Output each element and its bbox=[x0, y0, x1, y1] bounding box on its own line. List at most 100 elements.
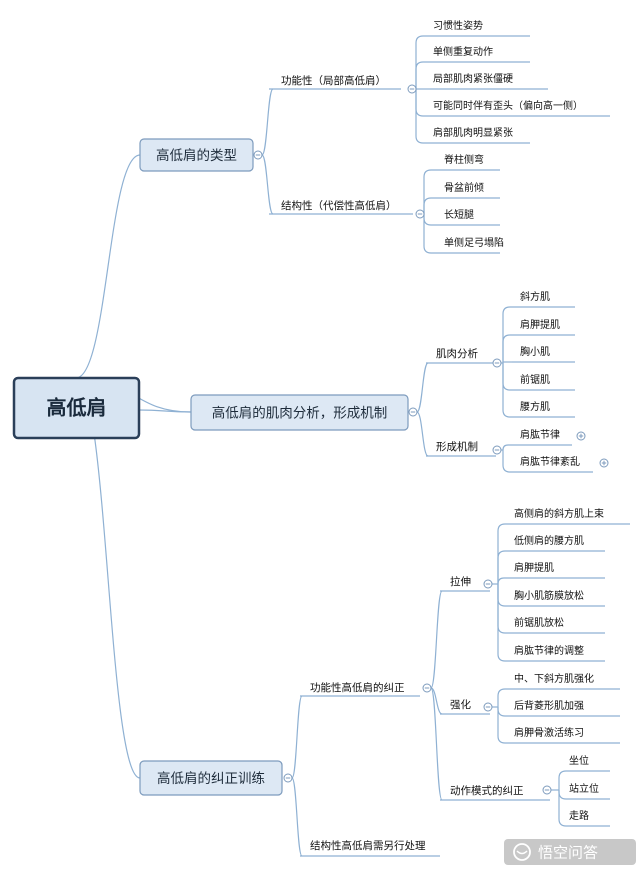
leaf-1-0-3: 前锯肌 bbox=[520, 373, 550, 386]
leaf-2-0-0-5: 肩肱节律的调整 bbox=[514, 644, 584, 657]
leaf-2-0-0-2: 肩胛提肌 bbox=[514, 561, 554, 574]
collapse-toggle-icon[interactable] bbox=[415, 209, 425, 219]
connector-line bbox=[415, 35, 430, 89]
collapse-toggle-icon[interactable] bbox=[492, 358, 502, 368]
collapse-toggle-icon[interactable] bbox=[492, 445, 502, 455]
collapse-toggle-icon[interactable] bbox=[408, 407, 418, 417]
watermark: 悟空问答 bbox=[504, 839, 636, 865]
connector-line bbox=[497, 584, 508, 634]
sub-sub-node-2-0-0: 拉伸 bbox=[450, 575, 471, 588]
branch-node-0[interactable]: 高低肩的类型 bbox=[139, 138, 254, 172]
connector-line bbox=[558, 770, 567, 790]
leaf-2-0-1-1: 后背菱形肌加强 bbox=[514, 699, 584, 712]
connector-line bbox=[502, 363, 512, 391]
collapse-toggle-icon[interactable] bbox=[407, 84, 417, 94]
connector-line bbox=[423, 169, 438, 214]
connector-line bbox=[497, 584, 508, 607]
sub-node-2-1: 结构性高低肩需另行处理 bbox=[310, 839, 426, 852]
leaf-1-0-4: 腰方肌 bbox=[520, 400, 550, 413]
connectors bbox=[75, 35, 630, 857]
collapse-toggle-icon[interactable] bbox=[483, 579, 493, 589]
connector-line bbox=[423, 197, 438, 214]
leaf-2-0-2-2: 走路 bbox=[569, 809, 589, 822]
chat-bubble-icon bbox=[513, 843, 531, 861]
connector-line bbox=[502, 444, 512, 451]
expand-toggle-icon[interactable] bbox=[599, 458, 609, 468]
leaf-2-0-0-0: 高侧肩的斜方肌上束 bbox=[514, 507, 604, 520]
leaf-0-0-0: 习惯性姿势 bbox=[433, 19, 483, 32]
branch-node-1[interactable]: 高低肩的肌肉分析，形成机制 bbox=[190, 394, 409, 431]
branch-node-1-label: 高低肩的肌肉分析，形成机制 bbox=[212, 405, 388, 422]
connector-line bbox=[502, 450, 512, 473]
connector-line bbox=[558, 790, 567, 827]
leaf-1-0-2: 胸小肌 bbox=[520, 345, 550, 358]
sub-node-2-0: 功能性高低肩的纠正 bbox=[310, 681, 405, 694]
connector-line bbox=[415, 61, 430, 89]
leaf-1-0-0: 斜方肌 bbox=[520, 290, 550, 303]
connector-line bbox=[502, 334, 512, 363]
connector-line bbox=[416, 411, 429, 457]
leaf-0-1-0: 脊柱侧弯 bbox=[444, 153, 484, 166]
connector-line bbox=[497, 584, 508, 662]
leaf-2-0-0-3: 胸小肌筋膜放松 bbox=[514, 589, 584, 602]
leaf-2-0-2-1: 站立位 bbox=[569, 782, 599, 795]
sub-node-1-0: 肌肉分析 bbox=[436, 347, 478, 360]
leaf-0-0-3: 可能同时伴有歪头（偏向高一侧） bbox=[433, 99, 583, 112]
leaf-0-0-4: 肩部肌肉明显紧张 bbox=[433, 126, 513, 139]
leaf-0-1-2: 长短腿 bbox=[444, 208, 474, 221]
watermark-label: 悟空问答 bbox=[538, 844, 598, 862]
connector-line bbox=[430, 687, 443, 801]
connector-line bbox=[261, 88, 274, 156]
leaf-2-0-0-1: 低侧肩的腰方肌 bbox=[514, 534, 584, 547]
collapse-toggle-icon[interactable] bbox=[542, 785, 552, 795]
sub-node-0-1: 结构性（代偿性高低肩） bbox=[281, 199, 397, 212]
leaf-1-1-1: 肩肱节律紊乱 bbox=[520, 455, 580, 468]
sub-node-0-0: 功能性（局部高低肩） bbox=[281, 74, 386, 87]
leaf-0-1-3: 单侧足弓塌陷 bbox=[444, 236, 504, 249]
connector-line bbox=[423, 214, 438, 254]
leaf-0-1-1: 骨盆前倾 bbox=[444, 181, 484, 194]
collapse-toggle-icon[interactable] bbox=[483, 702, 493, 712]
root-node[interactable]: 高低肩 bbox=[12, 376, 141, 440]
branch-node-0-label: 高低肩的类型 bbox=[156, 147, 237, 164]
connector-line bbox=[291, 777, 303, 857]
leaf-2-0-0-4: 前锯肌放松 bbox=[514, 616, 564, 629]
connector-line bbox=[138, 409, 192, 413]
connector-line bbox=[497, 707, 508, 717]
leaf-1-1-0: 肩肱节律 bbox=[520, 428, 560, 441]
root-node-label: 高低肩 bbox=[47, 396, 107, 420]
connector-line bbox=[497, 577, 508, 585]
expand-toggle-icon[interactable] bbox=[576, 431, 586, 441]
connector-line bbox=[75, 154, 141, 379]
connector-line bbox=[497, 688, 508, 707]
connector-line bbox=[497, 523, 508, 584]
connector-line bbox=[430, 590, 443, 689]
leaf-1-0-1: 肩胛提肌 bbox=[520, 318, 560, 331]
leaf-0-0-2: 局部肌肉紧张僵硬 bbox=[433, 72, 513, 85]
leaf-2-0-1-0: 中、下斜方肌强化 bbox=[514, 672, 594, 685]
connector-line bbox=[497, 707, 508, 744]
sub-sub-node-2-0-2: 动作模式的纠正 bbox=[450, 784, 524, 797]
collapse-toggle-icon[interactable] bbox=[253, 150, 263, 160]
connector-line bbox=[502, 306, 512, 363]
collapse-toggle-icon[interactable] bbox=[422, 683, 432, 693]
collapse-toggle-icon[interactable] bbox=[283, 773, 293, 783]
connector-line bbox=[497, 550, 508, 584]
connector-line bbox=[423, 214, 438, 226]
leaf-2-0-2-0: 坐位 bbox=[569, 754, 589, 767]
connector-line bbox=[291, 695, 303, 779]
connector-line bbox=[416, 362, 429, 413]
sub-node-1-1: 形成机制 bbox=[436, 440, 478, 453]
branch-node-2-label: 高低肩的纠正训练 bbox=[157, 770, 265, 787]
connector-line bbox=[261, 154, 274, 215]
connector-line bbox=[415, 89, 430, 117]
branch-node-2[interactable]: 高低肩的纠正训练 bbox=[139, 760, 283, 796]
sub-sub-node-2-0-1: 强化 bbox=[450, 698, 471, 711]
leaf-0-0-1: 单侧重复动作 bbox=[433, 45, 493, 58]
connector-line bbox=[558, 790, 567, 800]
connector-line bbox=[502, 363, 512, 418]
connector-line bbox=[415, 89, 430, 144]
leaf-2-0-1-2: 肩胛骨激活练习 bbox=[514, 726, 584, 739]
